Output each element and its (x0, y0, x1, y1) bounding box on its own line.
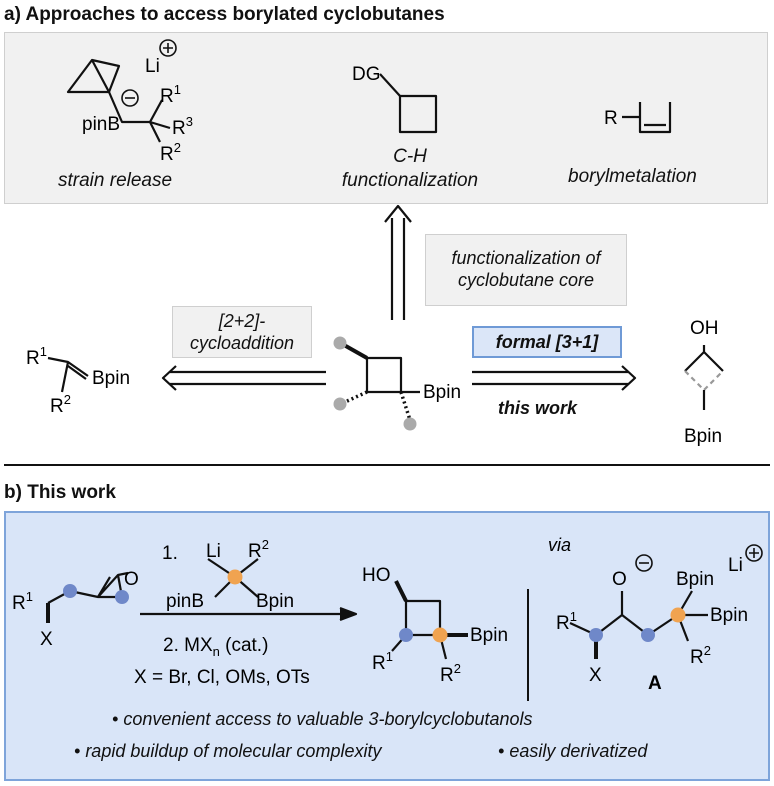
intermediate-r1-label: R1 (556, 609, 577, 634)
cycloaddition-line2: cycloaddition (189, 333, 295, 353)
central-bond-bottomleft (344, 390, 368, 404)
bullet-3: • easily derivatized (498, 741, 648, 761)
r1-label: R1 (160, 82, 181, 107)
substrate-r1-label: R1 (12, 589, 33, 614)
product-cyclobutane (404, 599, 442, 637)
reaction-arrow-head (339, 606, 358, 622)
product-r2-label: R2 (440, 661, 461, 686)
alkene-r2-label: R2 (50, 392, 71, 417)
cyclobutanol-dashed (684, 370, 724, 392)
orange-dot-int (670, 607, 686, 623)
grey-dot-3 (403, 417, 417, 431)
orange-dot-product (432, 627, 448, 643)
this-work-label: this work (498, 398, 578, 418)
bullet-1-text: convenient access to valuable 3-borylcyc… (123, 709, 533, 729)
bullet-3-text: easily derivatized (509, 741, 648, 761)
retro-arrow-right-shafts (472, 370, 628, 386)
section-b-structures: R1 X O 1. Li R2 pinB Bpin 2. MXn (cat.) … (12, 535, 763, 701)
blue-dot-1 (63, 584, 77, 598)
substrate-x-label: X (40, 629, 53, 650)
intermediate-r2-label: R2 (690, 643, 711, 668)
step2-label: 2. MXn (cat.) (163, 635, 268, 659)
this-work-panel (4, 511, 770, 781)
central-bond-topleft (343, 343, 368, 360)
alkene-bpin-label: Bpin (92, 368, 130, 389)
grey-dot-2 (333, 397, 347, 411)
retro-arrow-left-shafts (170, 370, 326, 386)
alkene-bonds (47, 356, 89, 393)
negative-charge-icon-b (635, 554, 653, 572)
formal-3-1-tag: formal [3+1] (472, 326, 622, 358)
blue-dot-int-2 (641, 628, 655, 642)
product-bpin-label: Bpin (470, 625, 508, 646)
intermediate-li-label: Li (728, 555, 743, 576)
ch-functionalization-caption: C-H functionalization (300, 145, 520, 193)
orange-dot-reagent (227, 569, 243, 585)
li-label: Li (145, 56, 160, 77)
retro-arrow-left-head (161, 365, 177, 391)
ch-caption-line1: C-H (393, 146, 427, 167)
alkene-r1-label: R1 (26, 344, 47, 369)
bullet-1: • convenient access to valuable 3-borylc… (112, 709, 533, 729)
strain-release-caption: strain release (58, 170, 173, 191)
retro-arrow-right-head (621, 365, 637, 391)
pinb-label: pinB (82, 114, 120, 135)
cyclobutanol-top (684, 345, 724, 372)
negative-charge-icon (121, 89, 139, 107)
section-a-title: a) Approaches to access borylated cyclob… (4, 4, 445, 25)
dg-bond (379, 73, 401, 97)
section-divider (4, 464, 770, 466)
r3-label: R3 (172, 114, 193, 139)
product-ho-label: HO (362, 565, 391, 586)
ch-caption-line2: functionalization (341, 170, 479, 191)
grey-dot-1 (333, 336, 347, 350)
bullet-2-text: rapid buildup of molecular complexity (85, 741, 382, 761)
epoxide-o-label: O (124, 569, 139, 590)
borylmetalation-caption: borylmetalation (568, 166, 697, 187)
reagent-li-label: Li (206, 541, 221, 562)
step1-number: 1. (162, 543, 178, 564)
cyclobutane-ring-2 (398, 94, 438, 134)
epoxide-ring (96, 571, 129, 599)
functionalization-tag: functionalization of cyclobutane core (425, 234, 627, 306)
reagent-pinb-label: pinB (166, 591, 204, 612)
cyclobutene-ring (638, 102, 672, 134)
intermediate-bpin-right: Bpin (710, 605, 748, 626)
intermediate-a-label: A (648, 673, 662, 694)
r2-label: R2 (160, 140, 181, 165)
cycloaddition-tag: [2+2]- cycloaddition (172, 306, 312, 358)
central-bpin-label: Bpin (423, 382, 461, 403)
blue-dot-2 (115, 590, 129, 604)
central-bond-bottomright (399, 391, 412, 421)
reagent-r2-label: R2 (248, 537, 269, 562)
oh-label: OH (690, 318, 719, 339)
positive-charge-icon-b (745, 544, 763, 562)
retro-arrow-up-shafts (390, 218, 406, 320)
intermediate-x-label: X (589, 665, 602, 686)
reagent-bpin-label: Bpin (256, 591, 294, 612)
central-cyclobutane (365, 356, 403, 394)
bicyclobutane-ring (66, 58, 121, 94)
section-a-structures: Li pinB R1 R3 R2 DG R R1 Bpin R2 Bpin OH… (26, 39, 724, 447)
cyclobutanol-bpin-label: Bpin (684, 426, 722, 447)
section-b-title: b) This work (4, 482, 116, 503)
intermediate-bpin-top: Bpin (676, 569, 714, 590)
functionalization-line1: functionalization of (451, 248, 601, 268)
r-label: R (604, 108, 618, 129)
intermediate-chain (569, 613, 679, 637)
bullet-2: • rapid buildup of molecular complexity (74, 741, 382, 761)
blue-dot-product (399, 628, 413, 642)
boronate-bonds (107, 91, 171, 143)
dg-label: DG (352, 64, 381, 85)
positive-charge-icon (159, 39, 177, 57)
via-label: via (548, 535, 571, 555)
retro-arrow-up-head (384, 204, 412, 223)
functionalization-line2: cyclobutane core (457, 270, 595, 290)
product-oh-bond (394, 580, 408, 602)
cycloaddition-line1: [2+2]- (218, 311, 266, 331)
x-definition-label: X = Br, Cl, OMs, OTs (134, 667, 310, 688)
product-r1-label: R1 (372, 649, 393, 674)
intermediate-o-label: O (612, 569, 627, 590)
blue-dot-int-1 (589, 628, 603, 642)
